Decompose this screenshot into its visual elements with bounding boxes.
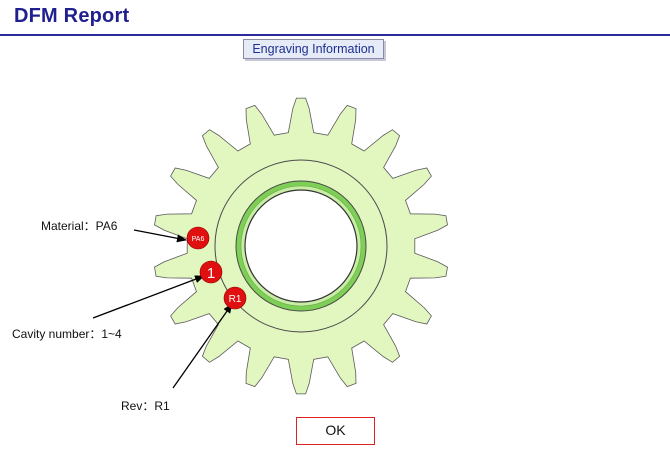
material-label: Material：PA6 xyxy=(41,219,118,233)
rev-engraving-marker xyxy=(223,286,247,310)
rev-label: Rev：R1 xyxy=(121,399,170,413)
cavity-engraving-marker xyxy=(199,260,223,284)
ok-button[interactable]: OK xyxy=(296,417,375,445)
engraving-information-button[interactable]: Engraving Information xyxy=(243,39,384,59)
title-bar: DFM Report xyxy=(0,0,670,36)
rev-marker-text: R1 xyxy=(229,294,242,305)
rev-arrow xyxy=(172,303,233,389)
material-marker-text: PA6 xyxy=(192,236,205,243)
gear-inner-ring xyxy=(214,159,388,333)
gear-bore xyxy=(244,189,358,303)
material-engraving-marker xyxy=(186,226,210,250)
material-arrow xyxy=(133,229,187,243)
cavity-marker-text: 1 xyxy=(207,265,215,282)
cavity-number-label: Cavity number：1~4 xyxy=(12,327,122,341)
page-title: DFM Report xyxy=(14,5,130,27)
cavity-arrow xyxy=(92,275,205,319)
